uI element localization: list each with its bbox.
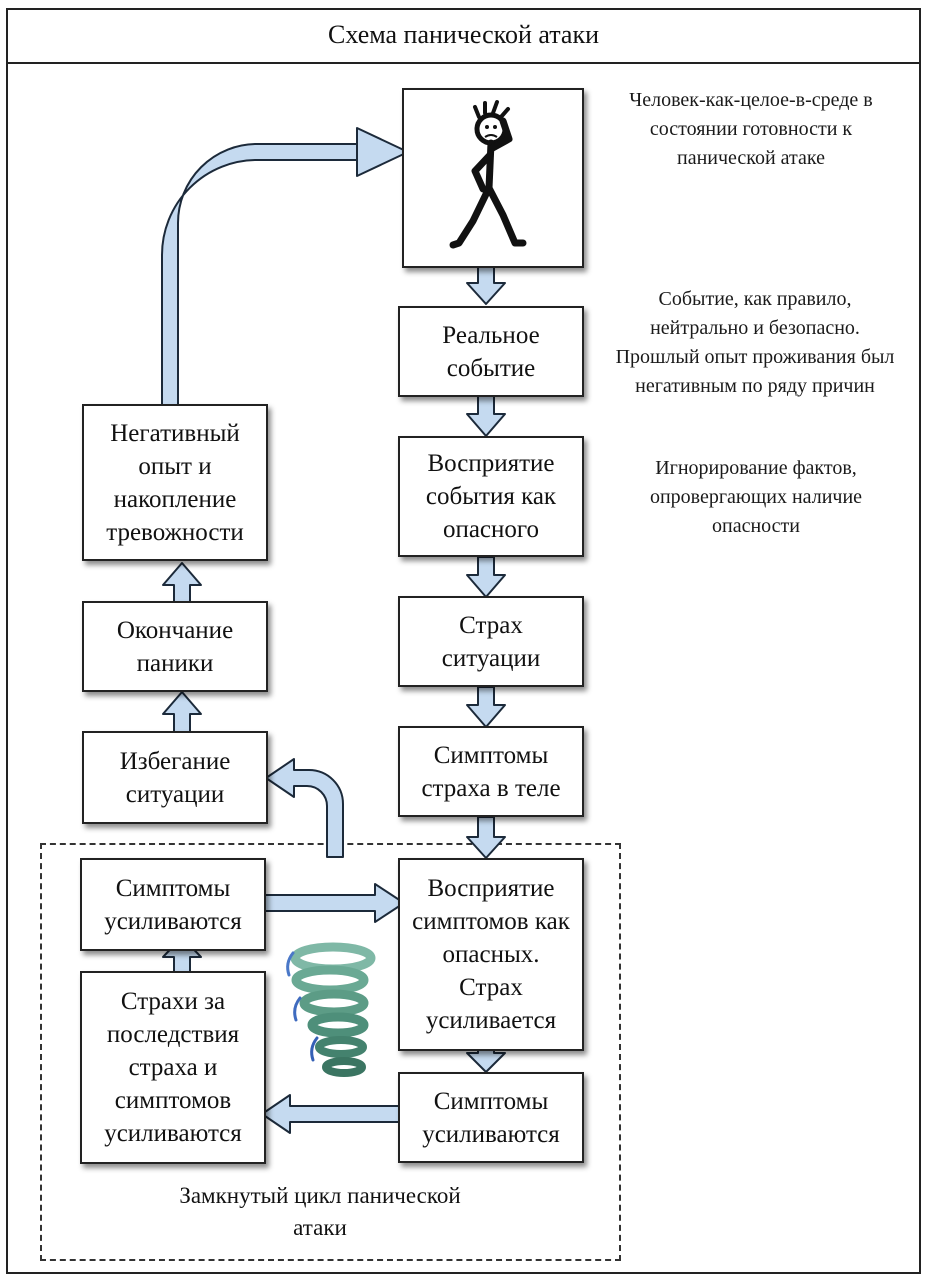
event-note: Событие, как правило, нейтрально и безоп… <box>615 288 895 397</box>
arrow-event-to-perception <box>466 395 506 437</box>
cycle-label: Замкнутый цикл панической атаки <box>179 1183 461 1240</box>
perception-danger-box: Восприятие события как опасного <box>398 436 584 557</box>
diagram-frame <box>6 8 921 1274</box>
arrow-symptoms-to-cycle <box>466 816 506 859</box>
arrow-cycle-to-avoidance <box>265 758 344 858</box>
arrow-avoidance-to-panic-end <box>162 691 202 733</box>
panic-end-box: Окончание паники <box>82 601 268 692</box>
person-note: Человек-как-целое-в-среде в состоянии го… <box>629 89 873 169</box>
arrow-symptoms-right-to-fears <box>261 1094 401 1134</box>
symptoms-increase-left-box: Симптомы усиливаются <box>80 858 266 951</box>
arrow-experience-to-person <box>161 127 409 409</box>
person-box <box>402 88 584 268</box>
tornado-spiral-icon <box>286 942 376 1077</box>
arrow-fear-to-symptoms <box>466 686 506 728</box>
perception-symptoms-box: Восприятие симптомов как опасных. Страх … <box>398 858 584 1051</box>
arrow-person-to-event <box>466 265 506 305</box>
arrow-symptoms-left-to-perception <box>264 883 405 923</box>
fear-symptoms-box: Симптомы страха в теле <box>398 726 584 817</box>
diagram-title: Схема панической атаки <box>6 8 921 64</box>
symptoms-increase-right-box: Симптомы усиливаются <box>398 1072 584 1163</box>
fears-consequences-box: Страхи за последствия страха и симптомов… <box>80 971 266 1164</box>
arrow-perception-to-fear <box>466 556 506 598</box>
real-event-box: Реальное событие <box>398 306 584 397</box>
ignore-note: Игнорирование фактов, опровергающих нали… <box>649 457 863 537</box>
avoidance-box: Избегание ситуации <box>82 731 268 824</box>
fear-situation-box: Страх ситуации <box>398 596 584 687</box>
arrow-panic-end-to-experience <box>162 562 202 603</box>
stressed-person-icon <box>449 100 527 249</box>
negative-experience-box: Негативный опыт и накопление тревожности <box>82 404 268 561</box>
